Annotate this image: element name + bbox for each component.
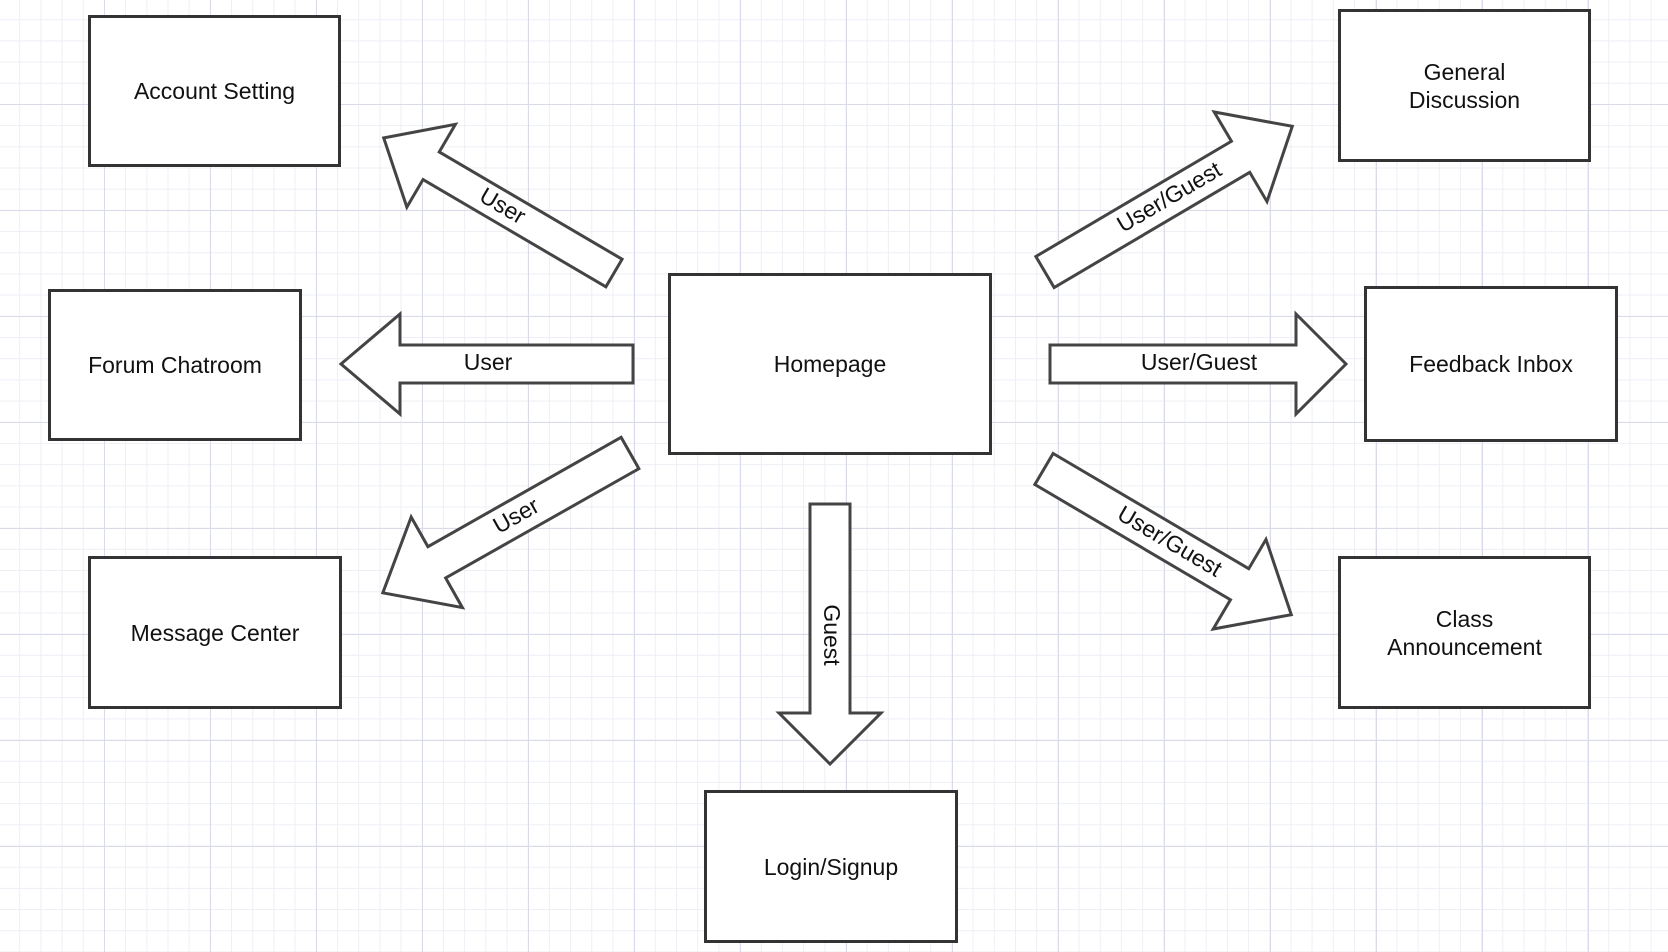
arrow-to-general-discussion: User/Guest <box>1033 109 1295 290</box>
node-general-discussion: General Discussion <box>1338 9 1591 162</box>
node-feedback-inbox: Feedback Inbox <box>1364 286 1618 442</box>
node-homepage: Homepage <box>668 273 992 455</box>
arrow-shape <box>1032 451 1294 632</box>
node-class-announcement: Class Announcement <box>1338 556 1591 709</box>
edge-label: User/Guest <box>1141 349 1258 375</box>
edge-label: Guest <box>819 604 845 666</box>
arrow-shape <box>338 310 635 418</box>
arrow-shape <box>775 502 885 767</box>
arrow-to-account-setting: User <box>381 122 625 289</box>
node-message-center: Message Center <box>88 556 342 709</box>
arrow-shape <box>1048 310 1349 418</box>
arrow-to-login-signup: Guest <box>775 502 885 767</box>
arrow-shape <box>380 435 641 610</box>
node-forum-chatroom: Forum Chatroom <box>48 289 302 441</box>
node-account-setting: Account Setting <box>88 15 341 167</box>
arrow-shape <box>1033 109 1295 290</box>
arrow-to-message-center: User <box>380 435 641 610</box>
arrow-to-feedback-inbox: User/Guest <box>1048 310 1349 418</box>
node-login-signup: Login/Signup <box>704 790 958 943</box>
arrow-shape <box>381 122 625 289</box>
edge-label: User <box>464 349 513 375</box>
arrow-to-class-announcement: User/Guest <box>1032 451 1294 632</box>
arrow-to-forum-chatroom: User <box>338 310 635 418</box>
